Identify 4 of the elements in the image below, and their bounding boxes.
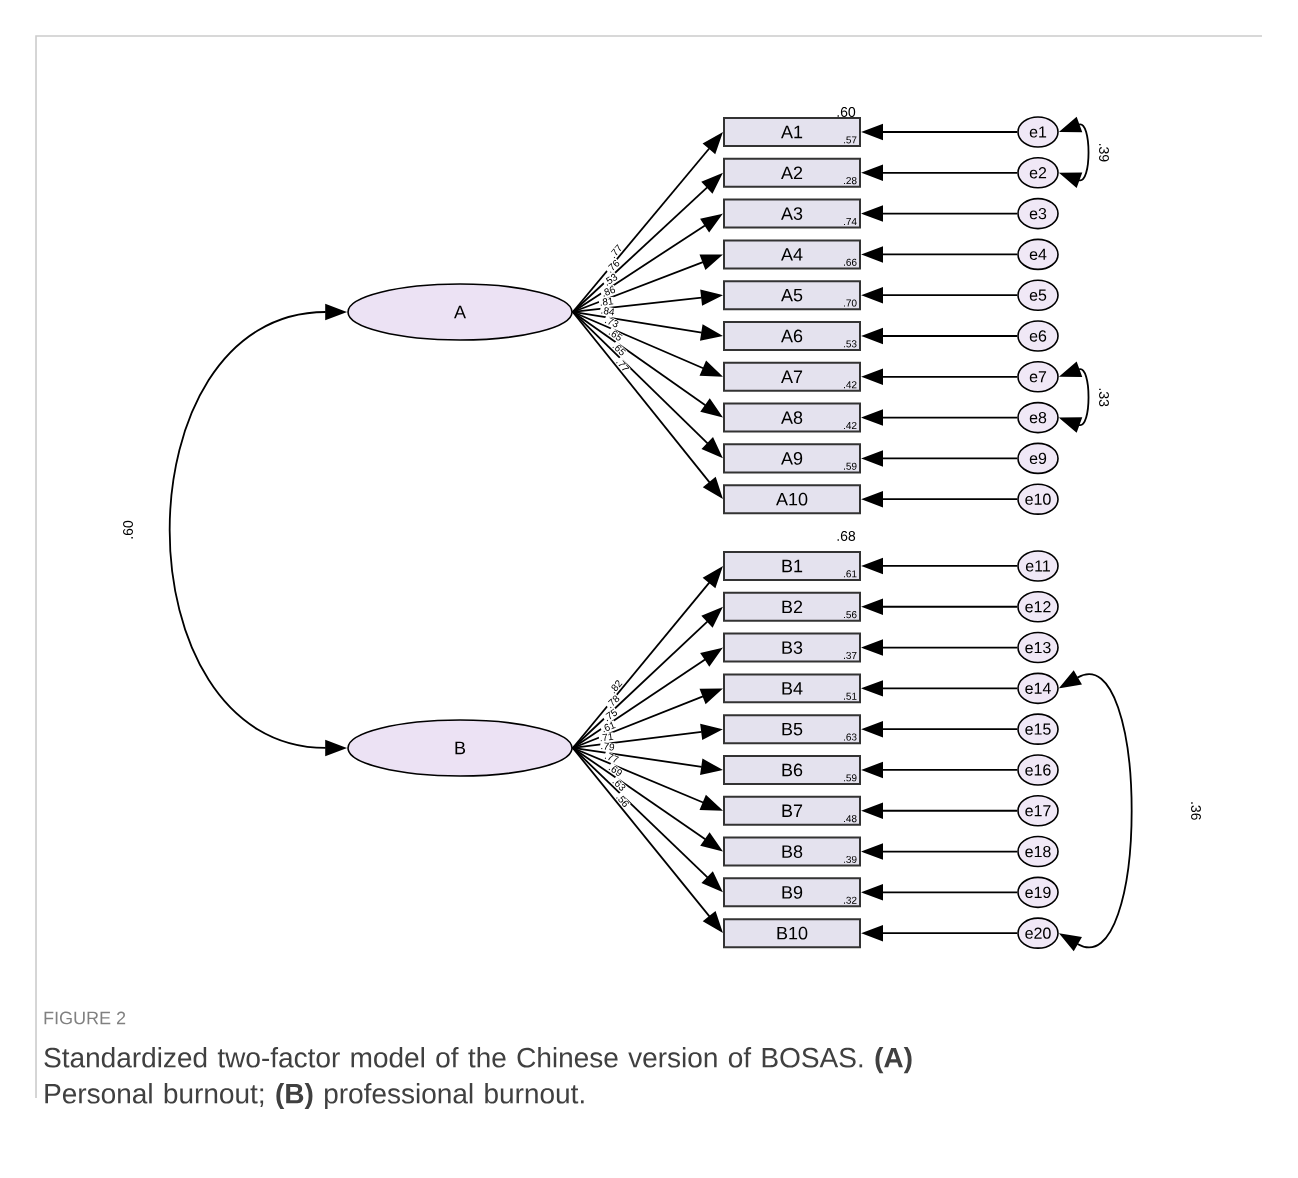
item-box: A10 [723,484,861,515]
item-box: B10 [723,918,861,949]
figure-label: FIGURE 2 [44,1011,126,1025]
caption: Standardized two-factor model of the Chinese version of BOSAS. (A) Personal burnout; (B) professional burnout. [44,1047,912,1110]
